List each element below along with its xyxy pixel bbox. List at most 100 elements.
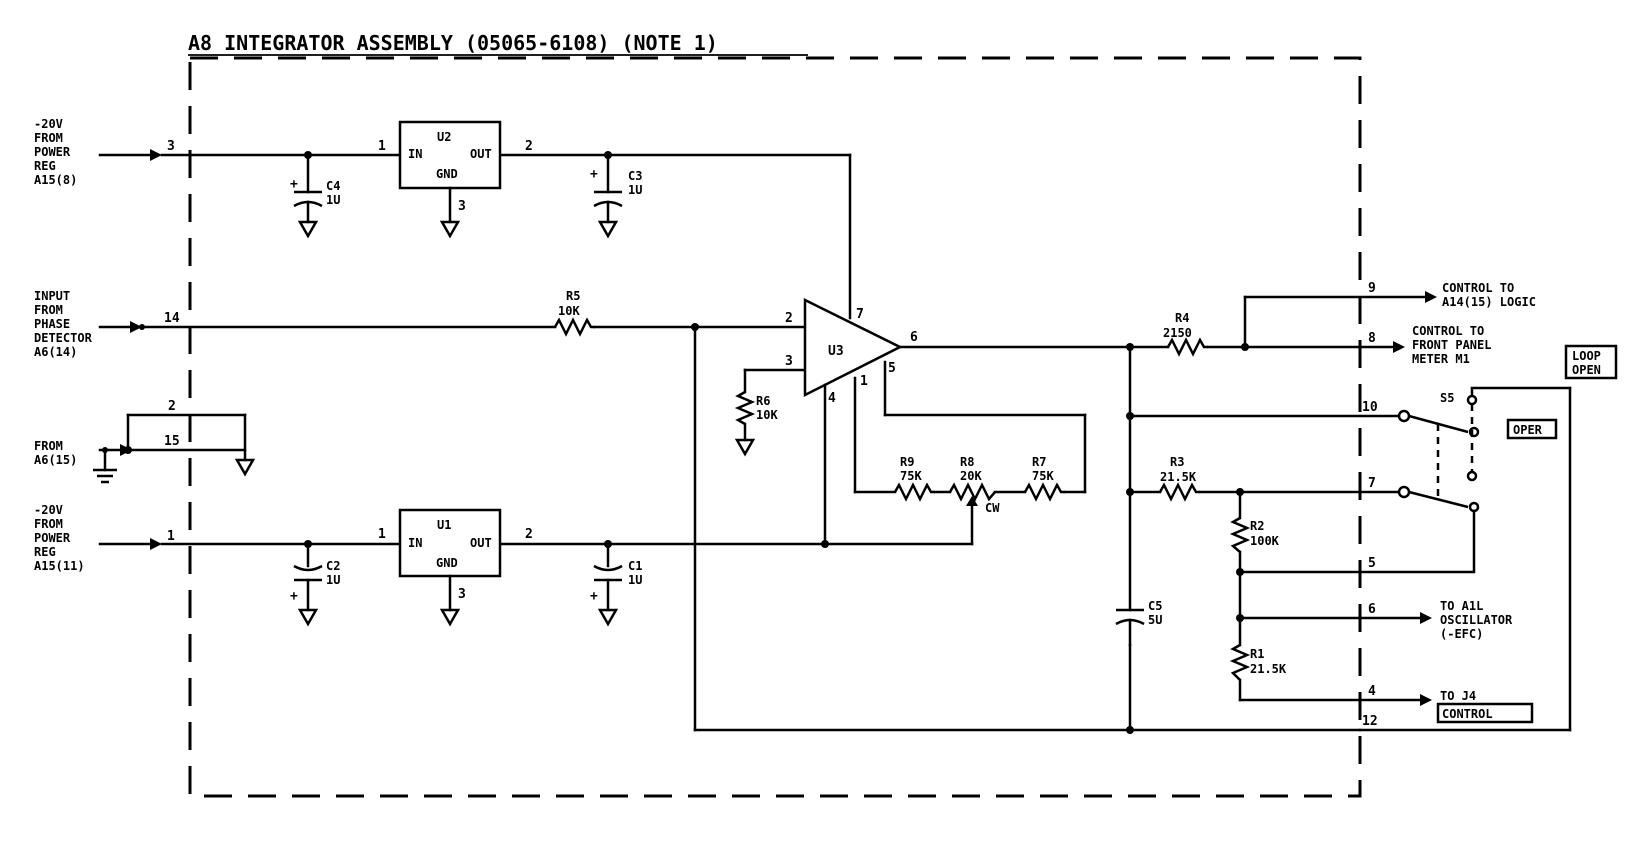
svg-text:TO A1L: TO A1L: [1440, 599, 1483, 613]
output-oscillator-label: TO A1L OSCILLATOR (-EFC): [1440, 599, 1513, 641]
svg-text:2: 2: [525, 527, 533, 542]
svg-text:A14(15) LOGIC: A14(15) LOGIC: [1442, 295, 1536, 309]
svg-text:C5: C5: [1148, 599, 1162, 613]
svg-text:15: 15: [164, 434, 180, 449]
capacitor-c5: C5 5U: [1115, 599, 1162, 647]
capacitor-c3: + C3 1U: [590, 153, 642, 239]
svg-text:4: 4: [828, 391, 836, 406]
potentiometer-r8: R8 20K CW: [948, 455, 1000, 515]
output-control-meter-label: CONTROL TO FRONT PANEL METER M1: [1412, 324, 1491, 366]
feedback-bus: [693, 325, 1362, 734]
svg-text:+: +: [290, 177, 298, 192]
svg-text:10K: 10K: [558, 304, 580, 318]
svg-text:FRONT PANEL: FRONT PANEL: [1412, 338, 1491, 352]
arrow-oscillator: [1420, 612, 1432, 624]
svg-text:1: 1: [378, 527, 386, 542]
svg-text:R1: R1: [1250, 647, 1264, 661]
svg-text:REG: REG: [34, 545, 56, 559]
svg-text:FROM: FROM: [34, 303, 63, 317]
svg-text:20K: 20K: [960, 469, 982, 483]
input-net: [139, 323, 807, 331]
svg-text:5: 5: [888, 361, 896, 376]
svg-text:REG: REG: [34, 159, 56, 173]
svg-text:2150: 2150: [1163, 326, 1192, 340]
output-net: [898, 295, 1427, 732]
svg-text:-20V: -20V: [34, 117, 63, 131]
svg-text:6: 6: [1368, 602, 1376, 617]
svg-text:CONTROL TO: CONTROL TO: [1412, 324, 1484, 338]
svg-text:R9: R9: [900, 455, 914, 469]
svg-text:+: +: [590, 167, 598, 182]
loop-open-label: LOOP OPEN: [1564, 344, 1618, 380]
svg-text:14: 14: [164, 311, 180, 326]
svg-text:3: 3: [458, 587, 466, 602]
svg-text:7: 7: [1368, 476, 1376, 491]
opamp-u3: U3 2 3 7 4 6 1 5: [785, 297, 918, 406]
svg-text:A6(14): A6(14): [34, 345, 77, 359]
svg-text:1U: 1U: [628, 573, 642, 587]
svg-text:IN: IN: [408, 147, 422, 161]
svg-text:PHASE: PHASE: [34, 317, 70, 331]
svg-text:GND: GND: [436, 556, 458, 570]
svg-text:75K: 75K: [900, 469, 922, 483]
svg-text:OPER: OPER: [1513, 423, 1543, 437]
svg-text:R8: R8: [960, 455, 974, 469]
svg-text:4: 4: [1368, 684, 1376, 699]
input-minus20v-top-label: -20V FROM POWER REG A15(8): [34, 117, 77, 187]
svg-text:6: 6: [910, 330, 918, 345]
bottom-supply-net: [160, 540, 974, 548]
resistor-r1: R1 21.5K: [1229, 643, 1287, 681]
svg-text:OUT: OUT: [470, 147, 492, 161]
svg-text:POWER: POWER: [34, 145, 71, 159]
oper-label: OPER: [1506, 418, 1558, 440]
arrow-logic: [1425, 291, 1437, 303]
svg-text:9: 9: [1368, 281, 1376, 296]
svg-text:INPUT: INPUT: [34, 289, 70, 303]
divider-net: [1236, 490, 1474, 702]
svg-text:TO J4: TO J4: [1440, 689, 1476, 703]
svg-text:FROM: FROM: [34, 131, 63, 145]
switch-s5: S5: [1358, 386, 1572, 732]
svg-text:1: 1: [378, 139, 386, 154]
svg-text:21.5K: 21.5K: [1250, 662, 1287, 676]
svg-text:CW: CW: [985, 501, 1000, 515]
svg-text:POWER: POWER: [34, 531, 71, 545]
resistor-r3: R3 21.5K: [1158, 455, 1200, 502]
svg-text:75K: 75K: [1032, 469, 1054, 483]
output-j4-label: TO J4 CONTROL: [1436, 689, 1534, 724]
regulator-u2: U2 IN OUT GND 1 2 3: [378, 120, 533, 239]
svg-text:OUT: OUT: [470, 536, 492, 550]
diagram-title: A8 INTEGRATOR ASSEMBLY (05065-6108) (NOT…: [188, 31, 718, 55]
resistor-r9: R9 75K: [893, 455, 935, 502]
arrow-j4: [1420, 694, 1432, 706]
input-phase-detector-label: INPUT FROM PHASE DETECTOR A6(14): [34, 289, 93, 359]
input-arrows: [98, 149, 162, 550]
svg-text:1U: 1U: [628, 183, 642, 197]
svg-text:10K: 10K: [756, 408, 778, 422]
svg-text:1U: 1U: [326, 193, 340, 207]
resistor-r2: R2 100K: [1229, 516, 1280, 553]
svg-text:-20V: -20V: [34, 503, 63, 517]
svg-text:S5: S5: [1440, 391, 1454, 405]
svg-text:8: 8: [1368, 331, 1376, 346]
input-from-a6-label: FROM A6(15): [34, 439, 77, 467]
svg-text:R6: R6: [756, 394, 770, 408]
svg-text:DETECTOR: DETECTOR: [34, 331, 93, 345]
svg-text:METER M1: METER M1: [1412, 352, 1470, 366]
svg-text:100K: 100K: [1250, 534, 1280, 548]
jumper-loop: [93, 413, 256, 484]
output-pin-numbers: 9 8 10 7 5 6 4 12: [1362, 281, 1378, 729]
opamp-wiring: [821, 360, 1087, 548]
svg-text:U3: U3: [828, 344, 844, 359]
svg-text:C2: C2: [326, 559, 340, 573]
svg-text:12: 12: [1362, 714, 1378, 729]
svg-text:(-EFC): (-EFC): [1440, 627, 1483, 641]
svg-text:+: +: [590, 589, 598, 604]
resistor-r6: R6 10K: [734, 368, 807, 457]
svg-text:U1: U1: [437, 518, 451, 532]
svg-text:R5: R5: [566, 289, 580, 303]
assembly-boundary: [188, 56, 1362, 798]
svg-text:1: 1: [860, 374, 868, 389]
svg-text:CONTROL: CONTROL: [1442, 707, 1493, 721]
